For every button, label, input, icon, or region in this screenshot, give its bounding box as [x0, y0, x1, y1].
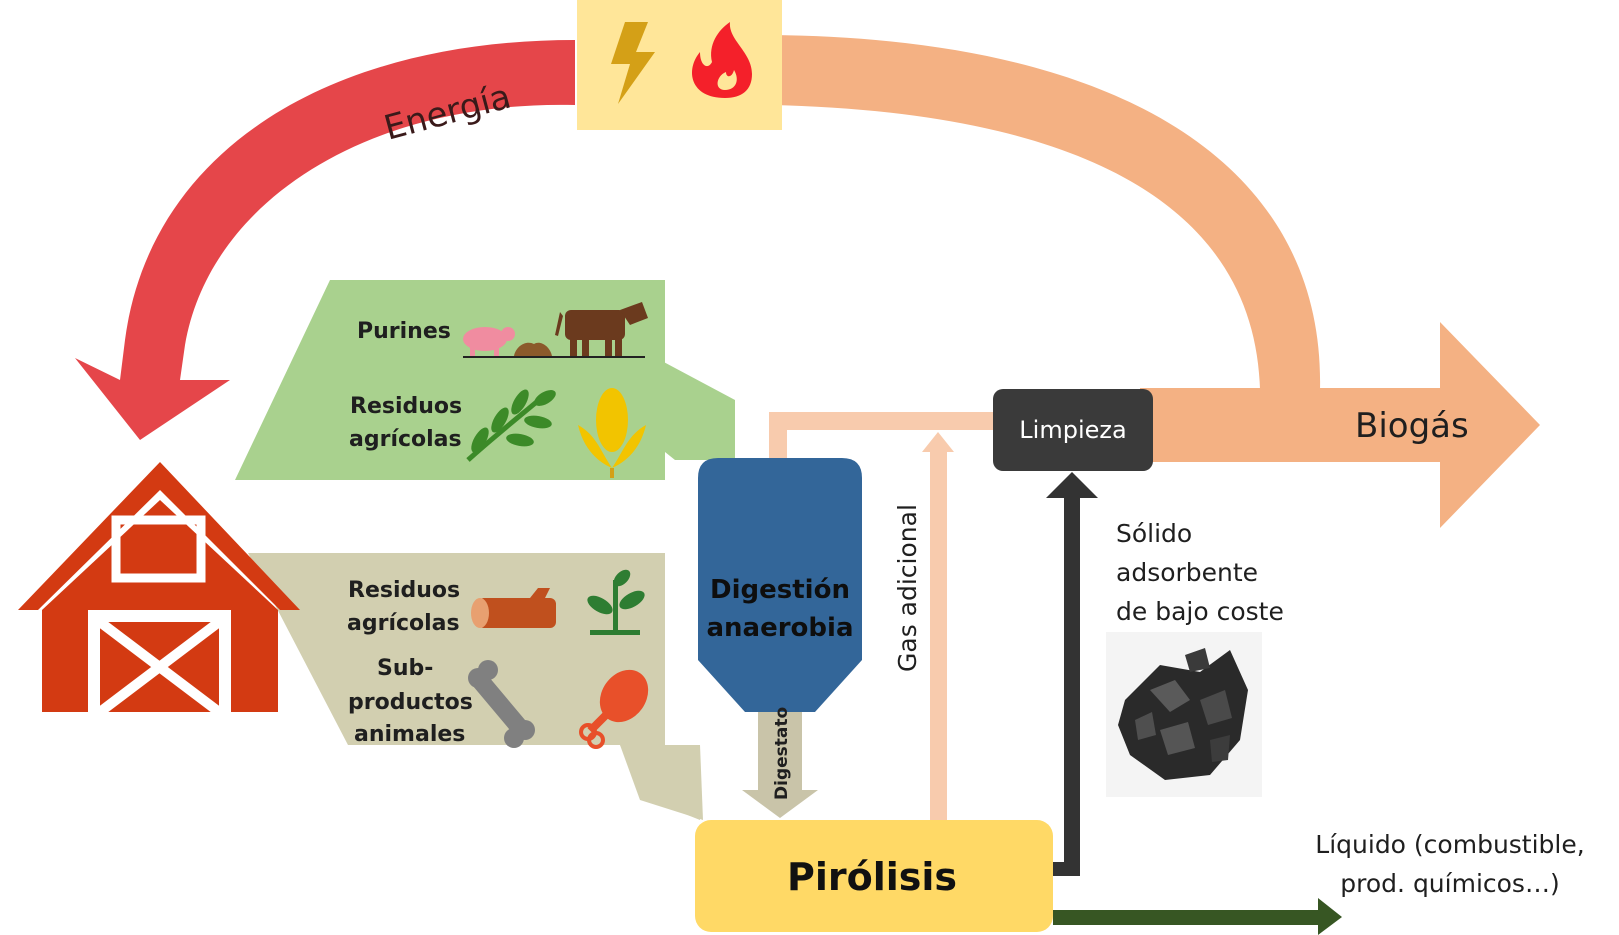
lightning-icon [611, 22, 655, 104]
energy-icon-box [577, 0, 782, 130]
log-icon [471, 588, 556, 628]
cleaning-label: Limpieza [1019, 416, 1126, 444]
residuos-agricolas-green-line1: Residuos [350, 394, 462, 419]
pyrolysis-label: Pirólisis [787, 855, 957, 899]
solido-line2: adsorbente [1116, 558, 1258, 587]
leaf-icon [466, 389, 556, 462]
barn-icon [18, 462, 300, 716]
digestato-label: Digestato [772, 707, 792, 800]
digestion-label-line2: anaerobia [707, 613, 854, 643]
biogas-arc [770, 35, 1321, 390]
gas-adicional-arrowhead [922, 432, 954, 452]
green-feed-band [235, 280, 735, 480]
gas-adicional-label: Gas adicional [893, 504, 922, 672]
cow-icon [555, 302, 648, 356]
pyrolysis-box [695, 820, 1053, 932]
liquid-arrow [1053, 898, 1342, 935]
digestion-label-line1: Digestión [710, 575, 850, 605]
corn-icon [578, 388, 646, 478]
manure-icon [514, 342, 552, 356]
green-feed-arrowhead [660, 360, 735, 460]
liquido-line2: prod. químicos…) [1340, 869, 1559, 898]
bone-icon [468, 660, 535, 748]
digestato-arrow [742, 712, 818, 818]
biogas-line-digester [769, 412, 995, 465]
biochar-image [1106, 632, 1262, 797]
subproductos-line3: animales [354, 722, 465, 747]
fire-icon [692, 22, 752, 98]
khaki-feed-arrowhead [620, 745, 703, 820]
solido-line1: Sólido [1116, 519, 1192, 548]
solid-line [1046, 472, 1098, 876]
ground-line [463, 356, 645, 358]
gas-adicional-line [930, 450, 947, 822]
purines-label: Purines [357, 319, 451, 344]
subproductos-line1: Sub- [377, 656, 433, 681]
biogas-arrow [1140, 322, 1540, 528]
sapling-icon [587, 569, 645, 635]
pig-icon [463, 327, 515, 356]
liquido-line1: Líquido (combustible, [1315, 830, 1584, 859]
energy-arrow [75, 40, 575, 440]
residuos-agricolas-khaki-line2: agrícolas [347, 611, 460, 636]
biogas-label: Biogás [1355, 406, 1469, 446]
cleaning-box [993, 389, 1153, 471]
residuos-agricolas-green-line2: agrícolas [349, 427, 462, 452]
solido-line3: de bajo coste [1116, 597, 1284, 626]
drumstick-icon [579, 669, 649, 749]
subproductos-line2: productos [348, 690, 473, 715]
digester-tank [698, 458, 862, 712]
residuos-agricolas-khaki-line1: Residuos [348, 578, 460, 603]
